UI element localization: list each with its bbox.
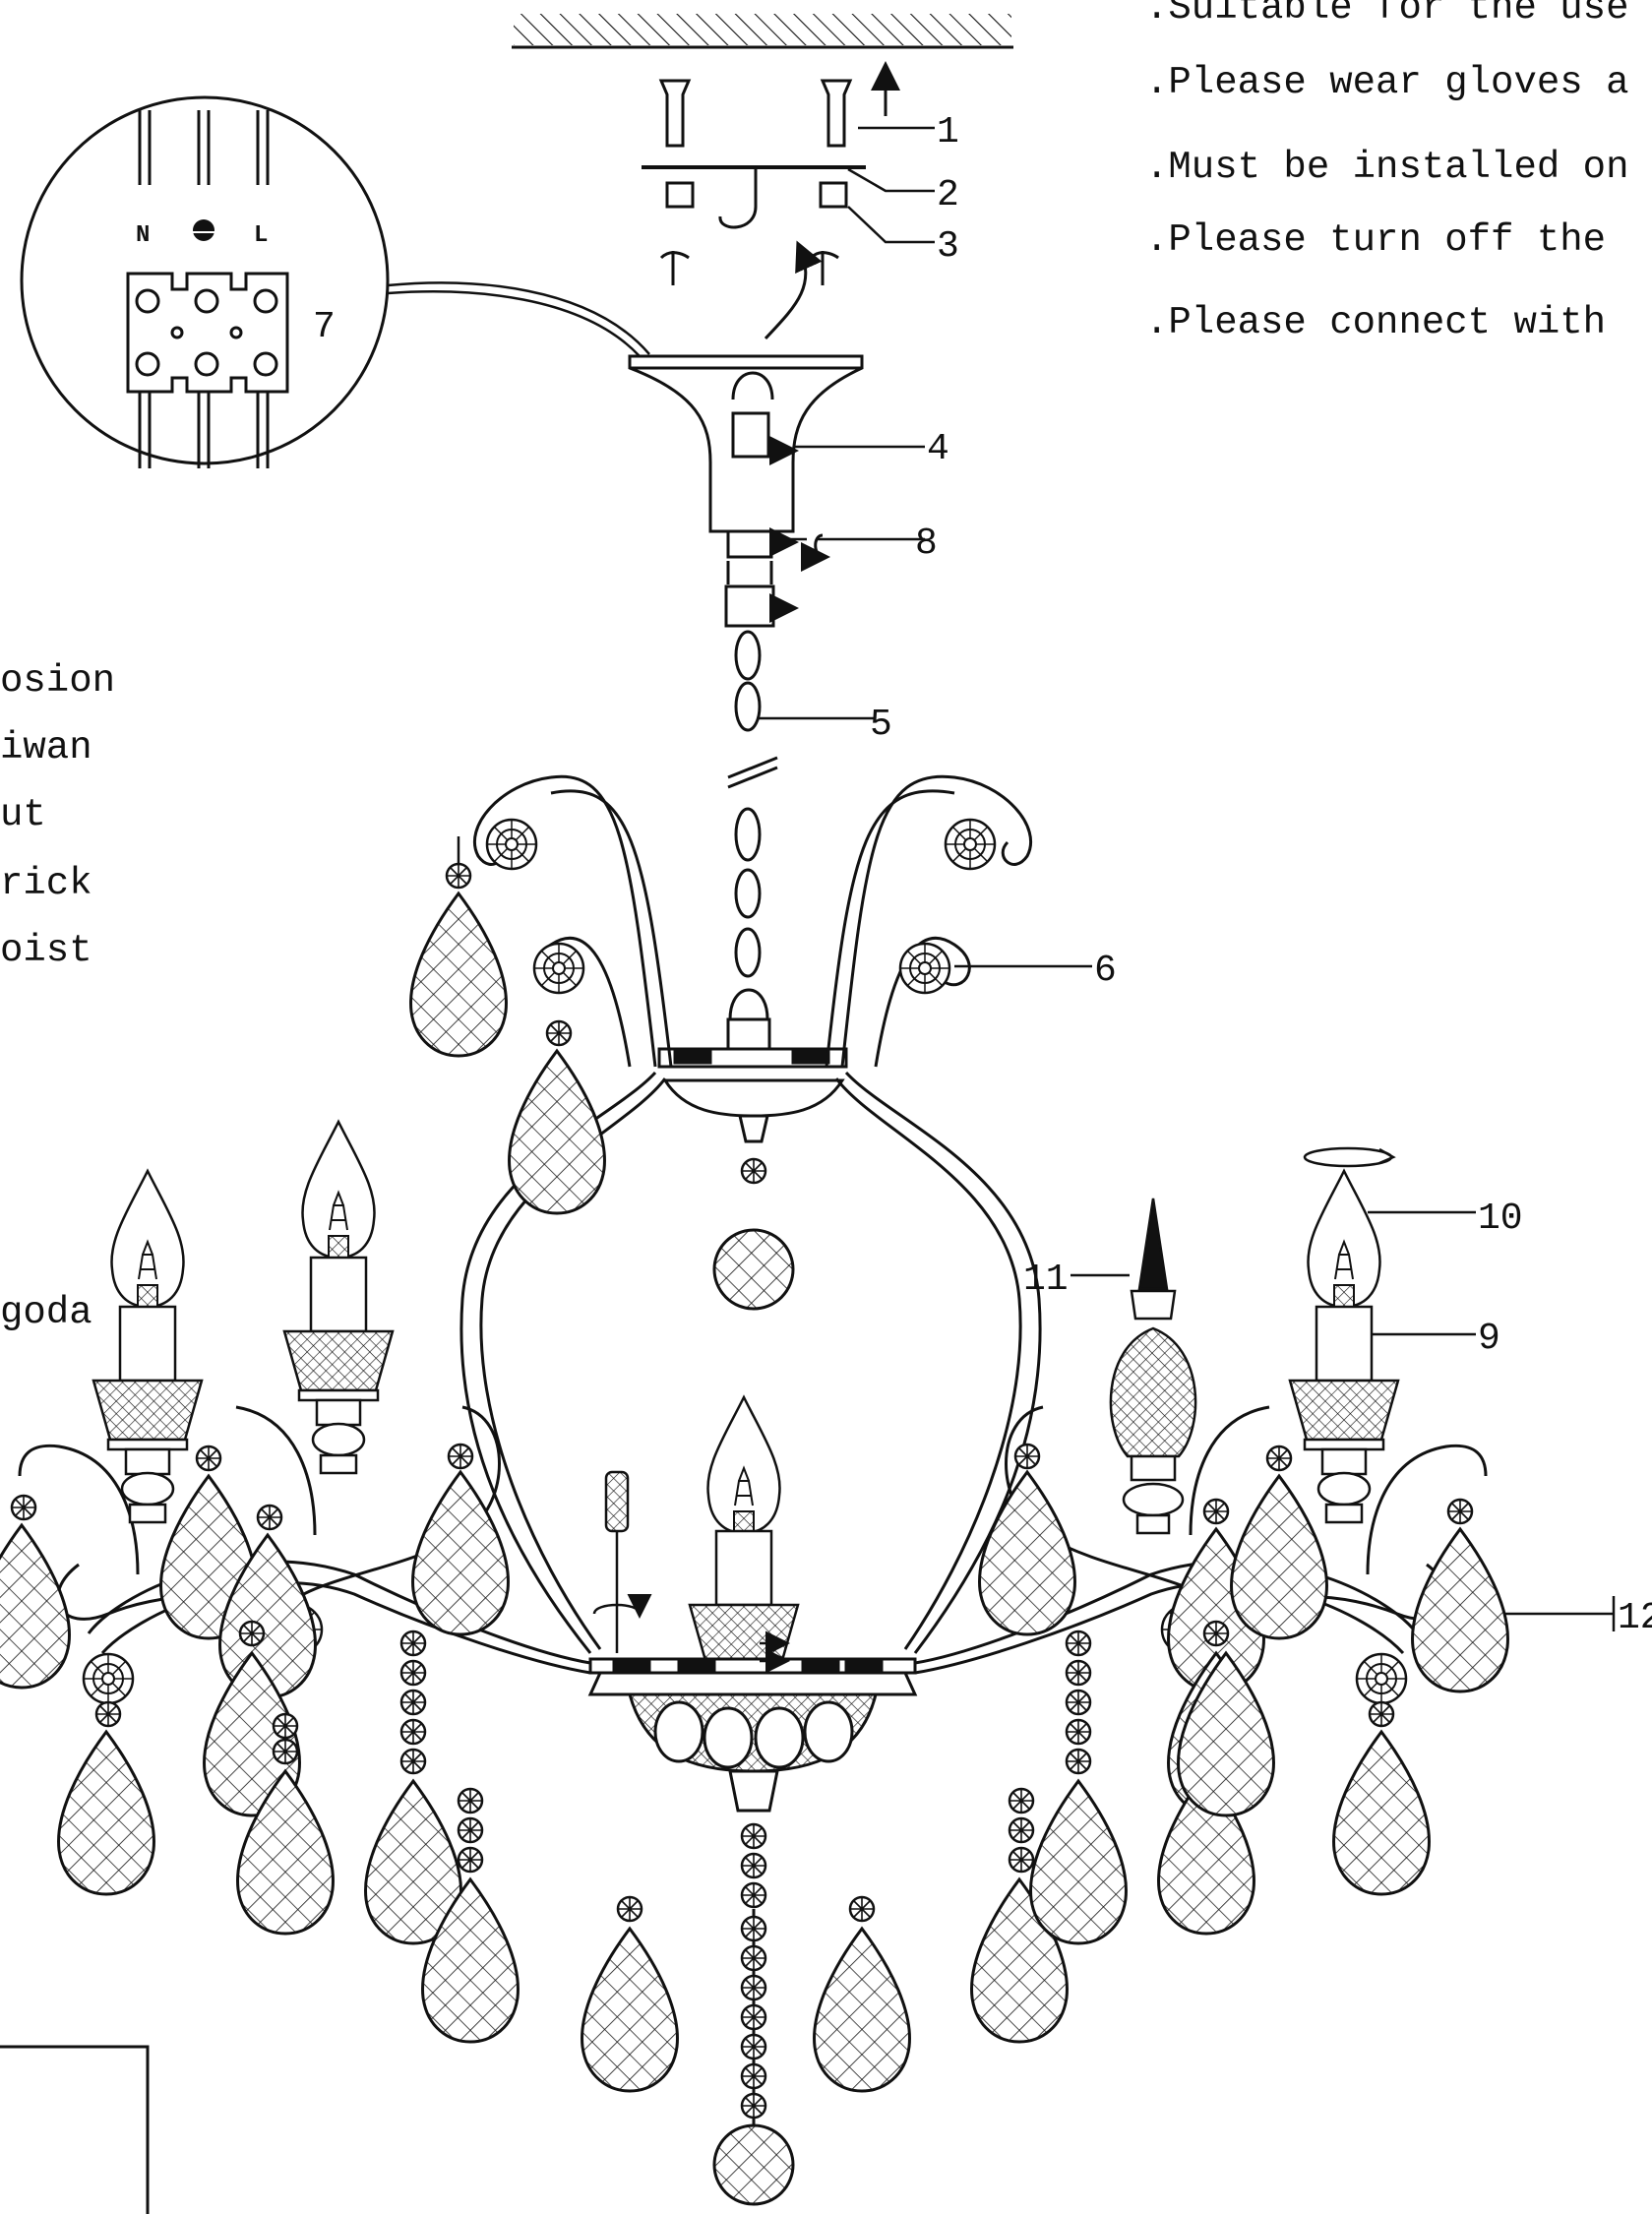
mounting-hardware — [642, 61, 900, 340]
install-note-1: .Suitable for the use — [1145, 0, 1629, 30]
part-11: 11 — [1023, 1259, 1069, 1301]
side-term-1: osion — [0, 659, 116, 703]
part-10: 10 — [1478, 1198, 1523, 1240]
side-term-2: iwan — [0, 726, 92, 769]
connector-detail: N L 7 — [20, 95, 650, 468]
part-6: 6 — [1094, 950, 1117, 992]
connector-label-n: N — [136, 222, 150, 249]
part-8: 8 — [915, 523, 938, 565]
upper-crystals — [409, 836, 606, 1215]
finial — [1109, 1198, 1197, 1535]
connector-label-l: L — [254, 222, 268, 249]
corner-frame — [0, 2045, 150, 2214]
part-3: 3 — [937, 225, 959, 268]
part-4: 4 — [927, 428, 949, 470]
bolt-left — [665, 181, 695, 209]
lower-bowl — [587, 1657, 918, 2206]
part-12: 12 — [1618, 1597, 1652, 1639]
side-term-6: goda — [0, 1291, 92, 1334]
ceiling — [512, 14, 1013, 49]
side-term-5: oist — [0, 929, 92, 972]
rotation-icon — [1303, 1146, 1396, 1168]
side-term-4: rick — [0, 862, 92, 905]
ceiling-hook — [718, 169, 758, 229]
upper-hub — [657, 1047, 848, 1311]
install-note-3: .Must be installed on — [1145, 146, 1629, 189]
install-note-5: .Please connect with — [1145, 301, 1607, 344]
part-7: 7 — [313, 306, 336, 348]
install-note-2: .Please wear gloves a — [1145, 61, 1629, 104]
part-1: 1 — [937, 111, 959, 154]
bolt-right — [819, 181, 848, 209]
terminal-block — [126, 272, 289, 394]
locknut — [726, 529, 773, 559]
install-note-4: .Please turn off the — [1145, 218, 1607, 262]
part-2: 2 — [937, 174, 959, 216]
screw-left — [658, 79, 692, 148]
canopy-and-chain — [628, 354, 864, 1051]
side-term-3: ut — [0, 793, 46, 836]
screw-right — [820, 79, 853, 148]
part-9: 9 — [1478, 1318, 1500, 1360]
part-5: 5 — [870, 704, 892, 746]
screwdriver-icon — [592, 1470, 790, 1674]
ground-icon — [187, 219, 220, 241]
part-numbers: 1 2 3 4 5 6 8 9 10 11 12 — [870, 111, 1652, 1639]
